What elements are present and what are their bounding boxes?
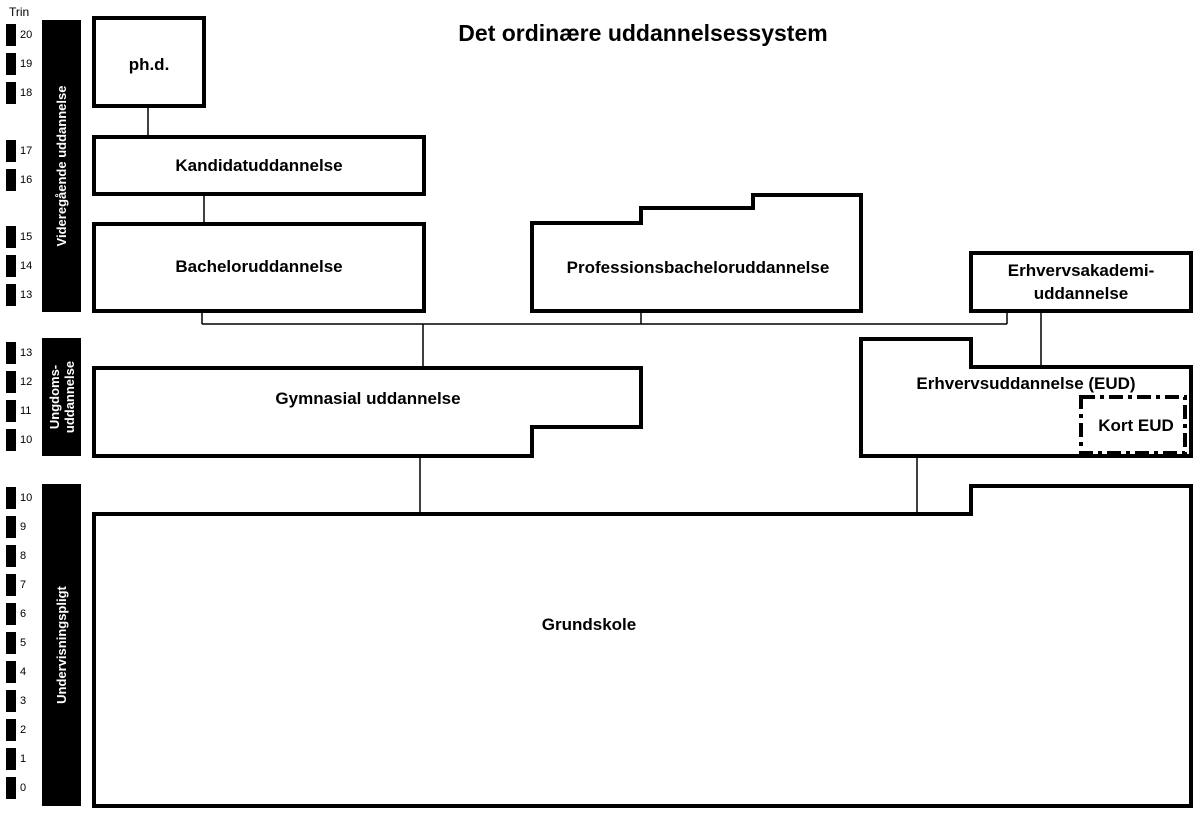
trin-number: 12 bbox=[20, 376, 32, 388]
trin-marker bbox=[6, 574, 16, 596]
band-ungdoms-label-line2: uddannelse bbox=[62, 361, 77, 433]
trin-marker bbox=[6, 429, 16, 451]
trin-marker bbox=[6, 603, 16, 625]
band-undervisningspligt bbox=[42, 484, 81, 806]
box-kandidat bbox=[92, 135, 426, 196]
trin-marker bbox=[6, 342, 16, 364]
trin-header: Trin bbox=[9, 5, 29, 19]
box-bachelor bbox=[92, 222, 426, 313]
trin-number: 16 bbox=[20, 174, 32, 186]
trin-number: 5 bbox=[20, 637, 26, 649]
box-gymnasial bbox=[92, 366, 643, 458]
band-ungdoms-label-line1: Ungdoms- bbox=[47, 365, 62, 429]
box-erhvervsakademi-label-line1: Erhvervsakademi- bbox=[1008, 261, 1154, 280]
trin-marker bbox=[6, 748, 16, 770]
band-videregaaende bbox=[42, 20, 81, 312]
trin-marker bbox=[6, 545, 16, 567]
trin-marker bbox=[6, 777, 16, 799]
trin-number: 17 bbox=[20, 145, 32, 157]
trin-number: 20 bbox=[20, 29, 32, 41]
box-grundskole-label: Grundskole bbox=[542, 615, 636, 634]
trin-marker bbox=[6, 661, 16, 683]
trin-number: 13 bbox=[20, 347, 32, 359]
trin-scale: 20 19 18 17 16 15 14 13 13 12 11 10 10 9… bbox=[6, 24, 32, 799]
trin-number: 0 bbox=[20, 782, 26, 794]
trin-number: 1 bbox=[20, 753, 26, 765]
trin-number: 10 bbox=[20, 492, 32, 504]
trin-marker bbox=[6, 255, 16, 277]
trin-marker bbox=[6, 226, 16, 248]
box-kort-eud bbox=[1079, 395, 1187, 455]
trin-number: 10 bbox=[20, 434, 32, 446]
trin-number: 3 bbox=[20, 695, 26, 707]
trin-number: 8 bbox=[20, 550, 26, 562]
box-gymnasial-label: Gymnasial uddannelse bbox=[275, 389, 460, 408]
trin-marker bbox=[6, 53, 16, 75]
trin-number: 19 bbox=[20, 58, 32, 70]
box-professionsbachelor-label: Professionsbacheloruddannelse bbox=[567, 258, 830, 277]
band-ungdoms bbox=[42, 338, 81, 456]
box-erhvervsakademi bbox=[969, 251, 1193, 313]
trin-number: 6 bbox=[20, 608, 26, 620]
box-grundskole bbox=[92, 484, 1193, 808]
trin-number: 2 bbox=[20, 724, 26, 736]
trin-marker bbox=[6, 487, 16, 509]
trin-marker bbox=[6, 516, 16, 538]
trin-number: 4 bbox=[20, 666, 26, 678]
trin-marker bbox=[6, 140, 16, 162]
band-undervisningspligt-label: Undervisningspligt bbox=[54, 585, 69, 703]
trin-marker bbox=[6, 82, 16, 104]
box-erhvervsakademi-label-line2: uddannelse bbox=[1034, 284, 1128, 303]
trin-marker bbox=[6, 400, 16, 422]
trin-marker bbox=[6, 632, 16, 654]
trin-number: 13 bbox=[20, 289, 32, 301]
box-kort-eud-label: Kort EUD bbox=[1098, 416, 1174, 435]
box-professionsbachelor bbox=[530, 193, 863, 313]
diagram-title: Det ordinære uddannelsessystem bbox=[458, 20, 827, 46]
box-bachelor-label: Bacheloruddannelse bbox=[175, 257, 342, 276]
band-videregaaende-label: Videregående uddannelse bbox=[54, 86, 69, 247]
trin-number: 9 bbox=[20, 521, 26, 533]
trin-marker bbox=[6, 24, 16, 46]
trin-number: 14 bbox=[20, 260, 32, 272]
connectors bbox=[147, 107, 1042, 514]
trin-marker bbox=[6, 719, 16, 741]
box-phd-label: ph.d. bbox=[129, 55, 170, 74]
trin-number: 15 bbox=[20, 231, 32, 243]
trin-marker bbox=[6, 371, 16, 393]
box-kandidat-label: Kandidatuddannelse bbox=[175, 156, 342, 175]
trin-number: 18 bbox=[20, 87, 32, 99]
trin-number: 7 bbox=[20, 579, 26, 591]
box-phd bbox=[92, 16, 206, 108]
trin-marker bbox=[6, 690, 16, 712]
box-eud-label: Erhvervsuddannelse (EUD) bbox=[916, 374, 1135, 393]
trin-marker bbox=[6, 284, 16, 306]
trin-number: 11 bbox=[20, 405, 31, 417]
trin-marker bbox=[6, 169, 16, 191]
